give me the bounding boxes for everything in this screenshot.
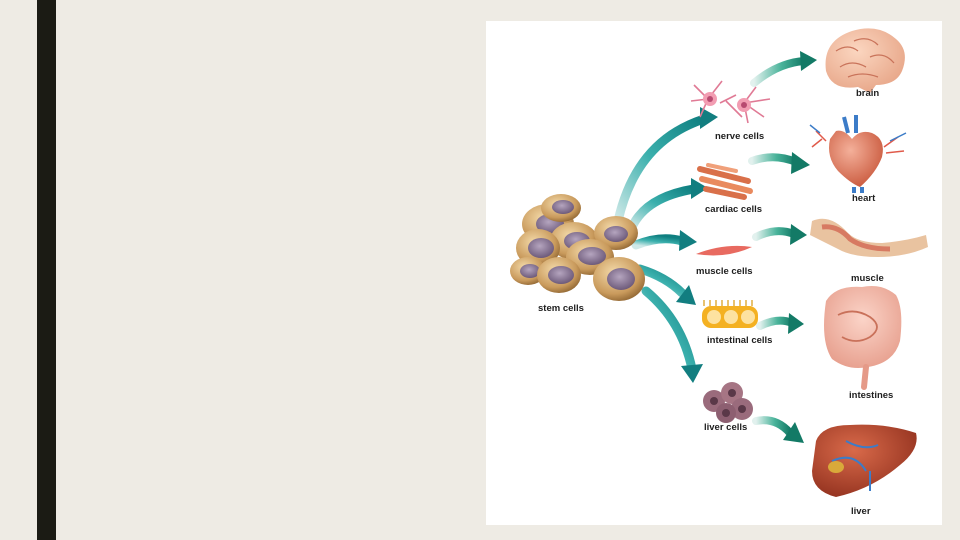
arrow-intestinal-to-intestines — [756, 313, 804, 334]
arrow-to-muscle-cells — [631, 230, 697, 251]
brain-label: brain — [856, 88, 879, 99]
brain-illustration — [825, 28, 905, 94]
arrow-to-liver-cells — [641, 286, 703, 383]
heart-illustration — [809, 115, 907, 193]
nerve-cells-illustration — [690, 80, 771, 124]
diagram-canvas: stem cells nerve cells cardiac cells mus… — [510, 28, 928, 517]
arrow-liver-to-liver — [752, 416, 804, 443]
intestinal-cells-illustration — [702, 300, 758, 328]
muscle-organ-illustration — [810, 218, 928, 257]
stem-cell-diagram: stem cells nerve cells cardiac cells mus… — [486, 21, 942, 525]
liver-cells-label: liver cells — [704, 422, 747, 433]
cardiac-cells-label: cardiac cells — [705, 204, 762, 215]
arrow-to-intestinal-cells — [635, 264, 696, 305]
liver-cells-illustration — [703, 382, 753, 423]
intestinal-cells-label: intestinal cells — [707, 335, 772, 346]
arrow-to-nerve-cells — [613, 107, 718, 226]
intestines-illustration — [824, 286, 902, 390]
arrow-cardiac-to-heart — [748, 152, 810, 174]
nerve-cells-label: nerve cells — [715, 131, 764, 142]
intestines-label: intestines — [849, 390, 893, 401]
muscle-cell-illustration — [696, 245, 752, 256]
arrow-nerve-to-brain — [750, 51, 817, 87]
stem-cells-illustration — [510, 194, 645, 301]
arrow-to-cardiac-cells — [627, 178, 708, 232]
arrow-muscle-to-muscle — [752, 224, 807, 245]
liver-label: liver — [851, 506, 871, 517]
cardiac-cells-illustration — [697, 163, 753, 200]
slide-accent-bar — [37, 0, 56, 540]
liver-organ-illustration — [812, 424, 917, 497]
stem-cells-label: stem cells — [538, 303, 584, 314]
muscle-cells-label: muscle cells — [696, 266, 753, 277]
muscle-label: muscle — [851, 273, 884, 284]
heart-label: heart — [852, 193, 876, 204]
